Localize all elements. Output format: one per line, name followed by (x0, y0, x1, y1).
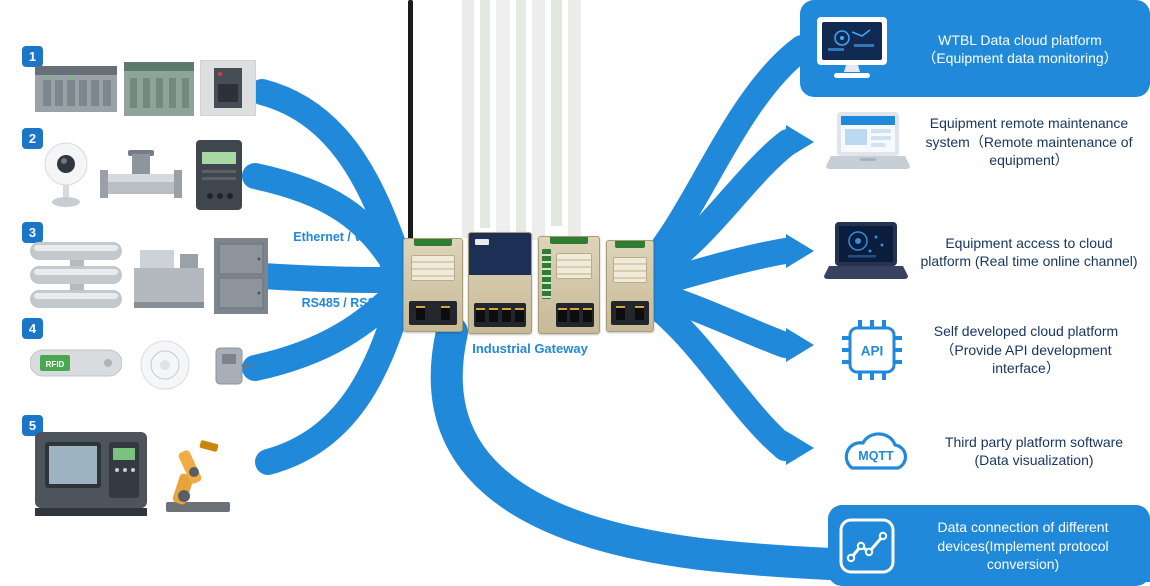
service-item-text: Equipment remote maintenance system（Remo… (925, 115, 1133, 169)
service-item-protocol-conversion: Data connection of different devices(Imp… (838, 512, 1142, 580)
service-item-text: Data connection of different devices(Imp… (937, 519, 1109, 573)
group-badge-1: 1 (22, 46, 43, 67)
highlight-panel-bottom-right (828, 505, 1150, 586)
gateway-device-3 (538, 236, 600, 334)
link-label-top: Ethernet / WIFI (293, 230, 381, 244)
service-item-text: Third party platform software (Data visu… (944, 433, 1124, 468)
svg-text:API: API (861, 344, 884, 359)
mqtt-cloud-icon: MQTT (844, 432, 908, 470)
link-label-bottom: RS485 / RS232 (301, 296, 389, 310)
electrical-cabinet-image (214, 238, 268, 314)
service-item-third-party: MQTT Third party platform software (Data… (836, 420, 1140, 482)
energy-meter-image (196, 140, 242, 210)
pipeline-image (30, 242, 122, 308)
service-item-text: Self developed cloud platform（Provide AP… (933, 323, 1119, 377)
service-item-text: Equipment access to cloud platform (Real… (920, 234, 1138, 269)
controller-image (200, 60, 256, 116)
plc-module-image (124, 62, 194, 116)
proximity-sensor-image (215, 347, 254, 385)
svg-text:RFID: RFID (46, 360, 65, 369)
cnc-machine-image (35, 432, 147, 516)
monitor-icon (817, 17, 887, 78)
camera-image (44, 142, 88, 207)
service-item-text: WTBL Data cloud platform（Equipment data … (922, 31, 1118, 66)
dark-laptop-icon (824, 222, 908, 279)
plant-equipment-image (134, 250, 204, 308)
arrow-heads (380, 125, 814, 465)
plc-rack-image (35, 66, 117, 112)
gateway-device-1 (403, 238, 463, 332)
group-badge-4: 4 (22, 318, 43, 339)
group-badge-2: 2 (22, 128, 43, 149)
rfid-sensor-image: RFID (30, 349, 122, 377)
antenna-rod (408, 0, 413, 252)
gateway-device-2 (468, 232, 532, 334)
gateway-device-4 (606, 240, 654, 332)
gateway-caption: Industrial Gateway (472, 341, 588, 356)
service-item-api-platform: API Self developed cloud platform（Provid… (840, 314, 1140, 386)
service-item-remote-maintenance: Equipment remote maintenance system（Remo… (826, 102, 1140, 182)
valve-image (100, 150, 182, 198)
group-badge-5: 5 (22, 415, 43, 436)
service-item-cloud-platform: WTBL Data cloud platform（Equipment data … (812, 8, 1140, 90)
line-chart-icon (839, 518, 895, 574)
group-badge-3: 3 (22, 222, 43, 243)
highlight-panel-top-right (800, 0, 1150, 97)
api-chip-icon: API (842, 320, 902, 380)
smoke-detector-image (140, 340, 190, 390)
svg-text:MQTT: MQTT (858, 449, 894, 463)
laptop-icon (826, 112, 910, 169)
antenna-array (462, 0, 581, 242)
service-item-cloud-access: Equipment access to cloud platform (Real… (824, 212, 1142, 292)
robot-arm-image (166, 440, 230, 512)
